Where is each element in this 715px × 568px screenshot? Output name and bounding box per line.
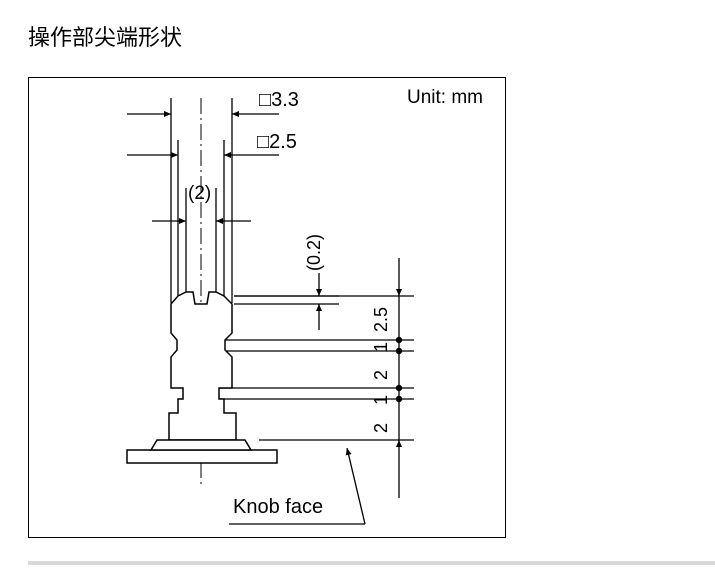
bottom-divider [28, 561, 715, 565]
dim-label-second: 1 [371, 342, 391, 352]
dimension-dots [395, 336, 403, 403]
page-title: 操作部尖端形状 [28, 26, 183, 51]
dim-label-fifth: 2 [371, 423, 391, 433]
unit-label: Unit: mm [407, 87, 483, 108]
inner-square-label: □2.5 [257, 131, 297, 153]
drawing-frame: Unit: mm [28, 77, 506, 538]
outer-square-label: □3.3 [259, 89, 299, 111]
dimension-lines [127, 98, 414, 525]
shaft-drawing: Unit: mm [126, 87, 483, 525]
dim-label-top: 2.5 [371, 307, 391, 332]
dim-label-third: 2 [371, 370, 391, 380]
knob-face-label: Knob face [233, 496, 323, 518]
dim-label-fourth: 1 [371, 395, 391, 405]
chamfer-label: (0.2) [304, 234, 324, 271]
shaft-outline [126, 291, 278, 464]
tip-width-label: (2) [188, 183, 211, 204]
